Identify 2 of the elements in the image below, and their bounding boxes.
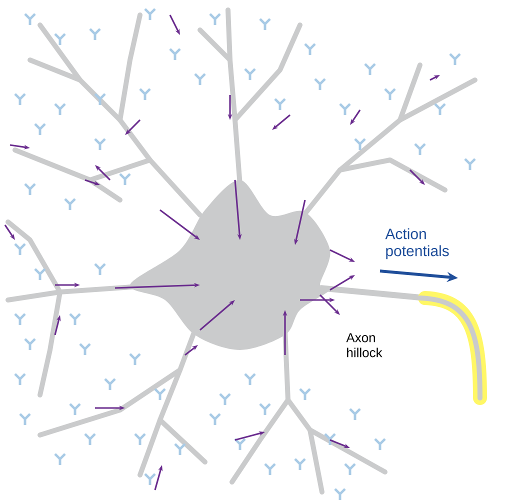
label: Axon hillock [346, 333, 382, 358]
label: Action potentials [385, 228, 449, 260]
